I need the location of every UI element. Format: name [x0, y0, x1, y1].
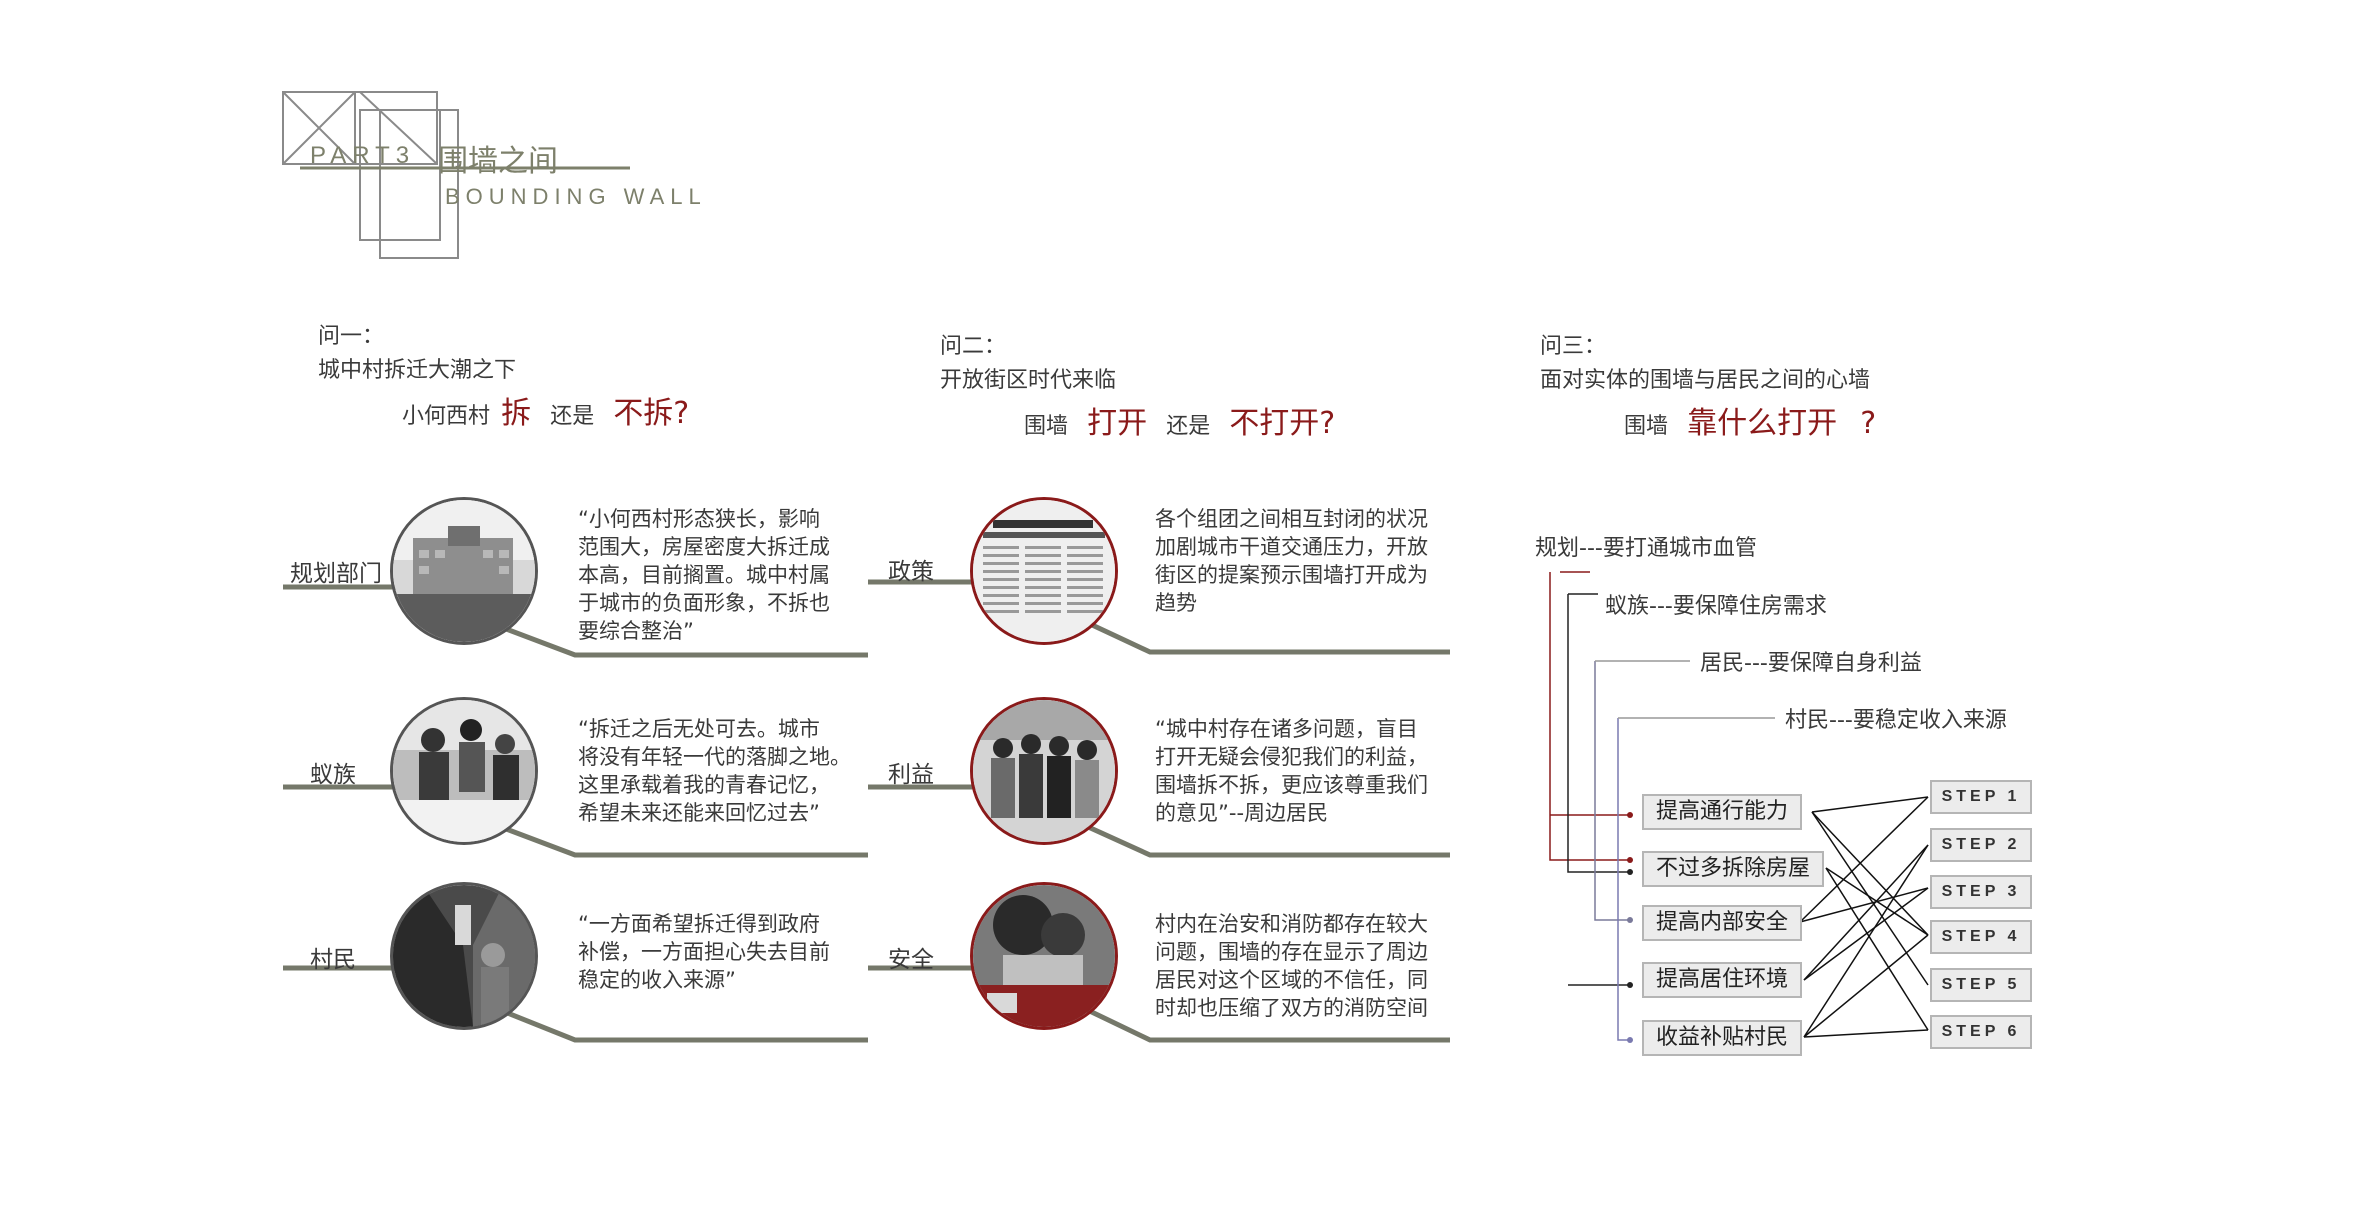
quote-line: “拆迁之后无处可去。城市 [578, 717, 820, 741]
step-box: STEP 1 [1930, 780, 2032, 814]
quote-line: “小何西村形态狭长，影响 [578, 507, 820, 531]
question-1: 问一： 城中村拆迁大潮之下 小何西村 拆 还是 不拆? [318, 318, 689, 432]
question-number: 问二： [940, 334, 1007, 359]
step-box: STEP 5 [1930, 968, 2032, 1002]
quote-line: 时却也压缩了双方的消防空间 [1155, 996, 1428, 1020]
measure-box: 提高居住环境 [1642, 962, 1803, 998]
quote-line: 于城市的负面形象，不拆也 [578, 591, 830, 615]
quote-line: 要综合整治” [578, 619, 694, 643]
quote-line: “城中村存在诸多问题，盲目 [1155, 717, 1418, 741]
question-3: 问三： 面对实体的围墙与居民之间的心墙 围墙 靠什么打开 ? [1540, 328, 1876, 442]
quote-text: 村内在治安和消防都存在较大 问题，围墙的存在显示了周边 居民对这个区域的不信任，… [1155, 910, 1475, 1022]
part-label: PART3 [310, 142, 416, 169]
question-highlight-2: 不拆? [613, 396, 690, 431]
question-number: 问一： [318, 324, 385, 349]
quote-line: 将没有年轻一代的落脚之地。 [578, 745, 851, 769]
question-prefix: 小何西村 [402, 404, 491, 429]
quote-line: 各个组团之间相互封闭的状况 [1155, 507, 1428, 531]
quote-line: 打开无疑会侵犯我们的利益， [1155, 745, 1428, 769]
question-prefix: 围墙 [1624, 414, 1669, 439]
quote-line: 本高，目前搁置。城中村属 [578, 563, 830, 587]
quote-line: “一方面希望拆迁得到政府 [578, 912, 820, 936]
tree-item: 蚁族---要保障住房需求 [1605, 594, 1827, 619]
quote-line: 范围大，房屋密度大拆迁成 [578, 535, 830, 559]
quote-line: 趋势 [1155, 591, 1197, 615]
question-prefix: 围墙 [1024, 414, 1069, 439]
question-highlight-2: ? [1860, 406, 1877, 441]
fire-scene-photo [970, 882, 1118, 1030]
alley-photo [390, 882, 538, 1030]
category-label: 村民 [310, 947, 356, 973]
quote-text: “小何西村形态狭长，影响 范围大，房屋密度大拆迁成 本高，目前搁置。城中村属 于… [578, 505, 898, 645]
tree-item: 居民---要保障自身利益 [1700, 651, 1922, 676]
question-2: 问二： 开放街区时代来临 围墙 打开 还是 不打开? [940, 328, 1335, 442]
question-text: 城中村拆迁大潮之下 [318, 358, 517, 383]
question-mid: 还是 [550, 404, 595, 429]
question-text: 开放街区时代来临 [940, 368, 1117, 393]
quote-line: 希望未来还能来回忆过去” [578, 801, 820, 825]
quote-line: 街区的提案预示围墙打开成为 [1155, 563, 1428, 587]
quote-line: 稳定的收入来源” [578, 968, 736, 992]
question-highlight-2: 不打开? [1229, 406, 1336, 441]
step-box: STEP 3 [1930, 875, 2032, 909]
quote-line: 加剧城市干道交通压力，开放 [1155, 535, 1428, 559]
students-photo [390, 697, 538, 845]
tree-item: 规划---要打通城市血管 [1535, 536, 1757, 561]
step-box: STEP 4 [1930, 920, 2032, 954]
tree-item: 村民---要稳定收入来源 [1785, 708, 2007, 733]
newspaper-photo [970, 497, 1118, 645]
quote-line: 居民对这个区域的不信任，同 [1155, 968, 1428, 992]
quote-line: 这里承载着我的青春记忆， [578, 773, 830, 797]
category-label: 规划部门 [290, 561, 382, 587]
quote-text: “城中村存在诸多问题，盲目 打开无疑会侵犯我们的利益， 围墙拆不拆，更应该尊重我… [1155, 715, 1475, 827]
question-highlight: 靠什么打开 [1687, 406, 1838, 441]
category-label: 安全 [888, 947, 934, 973]
measure-box: 不过多拆除房屋 [1642, 851, 1825, 887]
quote-line: 问题，围墙的存在显示了周边 [1155, 940, 1428, 964]
category-label: 政策 [888, 559, 934, 585]
question-number: 问三： [1540, 334, 1607, 359]
section-title-cn: 围墙之间 [438, 144, 558, 179]
question-highlight: 拆 [501, 396, 532, 431]
quote-line: 的意见”--周边居民 [1155, 801, 1329, 825]
measure-box: 收益补贴村民 [1642, 1020, 1803, 1056]
measure-box: 提高内部安全 [1642, 905, 1803, 941]
category-label: 利益 [888, 762, 934, 788]
quote-line: 围墙拆不拆，更应该尊重我们 [1155, 773, 1428, 797]
category-label: 蚁族 [310, 762, 356, 788]
section-title-en: BOUNDING WALL [445, 184, 707, 209]
quote-text: “拆迁之后无处可去。城市 将没有年轻一代的落脚之地。 这里承载着我的青春记忆， … [578, 715, 898, 827]
measure-box: 提高通行能力 [1642, 794, 1803, 830]
step-box: STEP 2 [1930, 828, 2032, 862]
quote-line: 补偿，一方面担心失去目前 [578, 940, 830, 964]
quote-text: 各个组团之间相互封闭的状况 加剧城市干道交通压力，开放 街区的提案预示围墙打开成… [1155, 505, 1475, 617]
quote-line: 村内在治安和消防都存在较大 [1155, 912, 1428, 936]
question-highlight: 打开 [1087, 406, 1148, 441]
question-mid: 还是 [1166, 414, 1211, 439]
residents-photo [970, 697, 1118, 845]
building-photo [390, 497, 538, 645]
question-text: 面对实体的围墙与居民之间的心墙 [1540, 368, 1871, 393]
quote-text: “一方面希望拆迁得到政府 补偿，一方面担心失去目前 稳定的收入来源” [578, 910, 898, 994]
step-box: STEP 6 [1930, 1015, 2032, 1049]
